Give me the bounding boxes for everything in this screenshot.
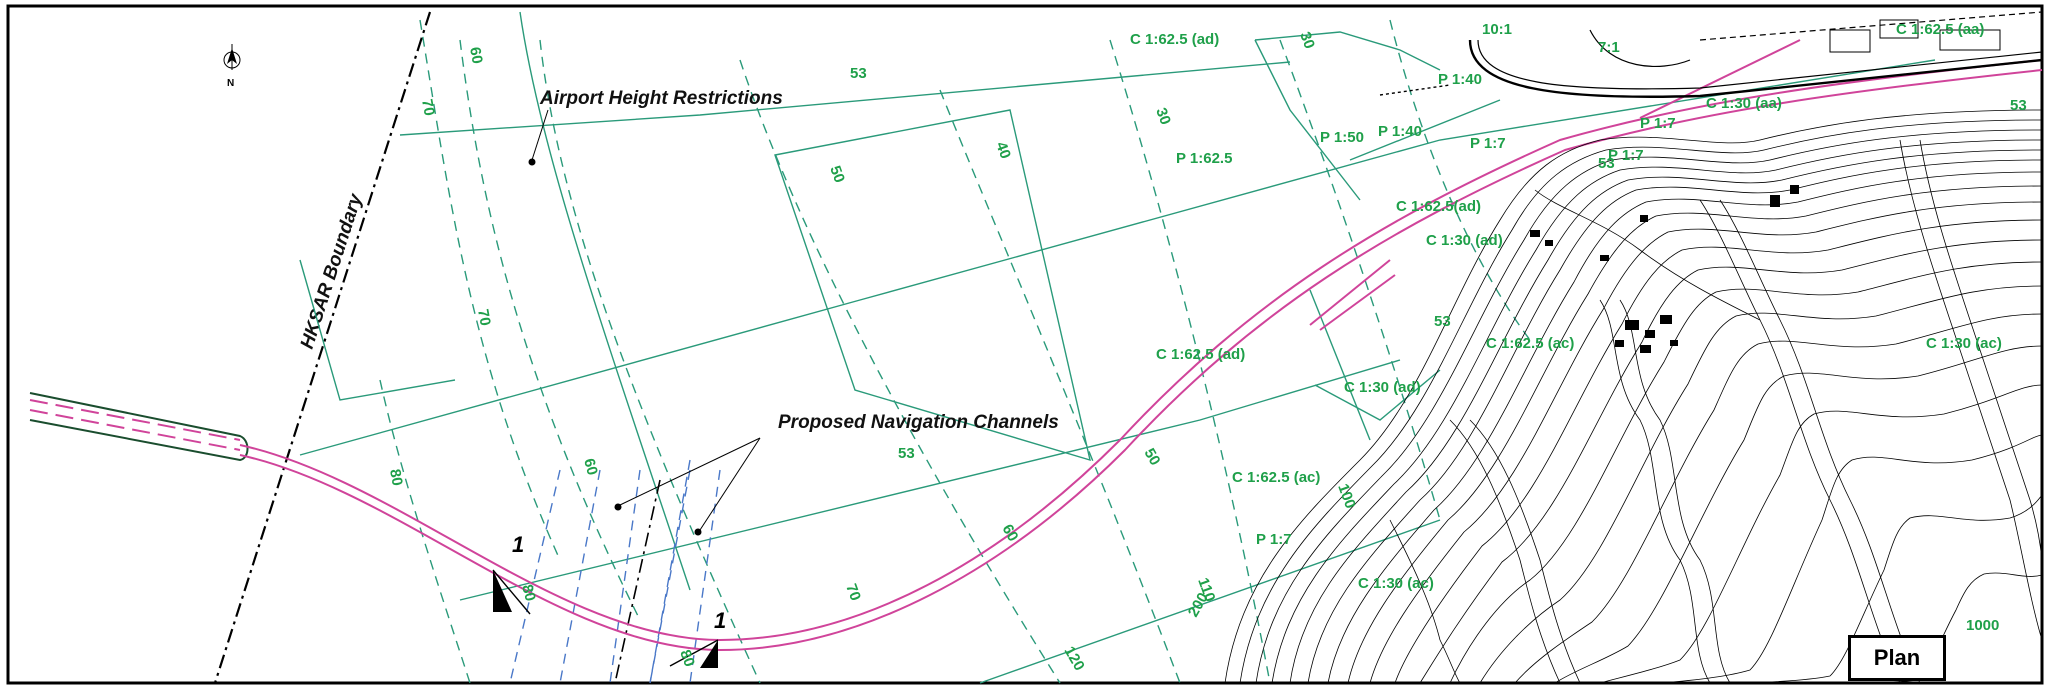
road-alignment <box>29 39 2043 652</box>
height-label: 80 <box>386 468 406 487</box>
grade-label: P 1:40 <box>1438 71 1482 88</box>
height-label: 70 <box>842 582 864 603</box>
grade-label: C 1:62.5 (ac) <box>1232 469 1320 486</box>
grade-label: P 1:7 <box>1640 115 1676 132</box>
grade-label: P 1:62.5 <box>1176 150 1232 167</box>
airport-height-restriction-lines <box>299 11 1936 684</box>
height-label: 53 <box>1434 313 1451 330</box>
navigation-channel-lines <box>509 459 721 684</box>
height-label: 40 <box>992 140 1014 161</box>
navigation-channels-label: Proposed Navigation Channels <box>778 412 1059 433</box>
height-label: 30 <box>1152 106 1174 127</box>
grade-label: P 1:7 <box>1470 135 1506 152</box>
height-label: 53 <box>850 65 867 82</box>
section-marker-label: 1 <box>512 532 524 557</box>
north-label: N <box>227 78 234 89</box>
terrain-contours <box>1224 109 2043 684</box>
height-label: 60 <box>466 46 486 65</box>
height-label: 60 <box>580 457 601 478</box>
section-marker-1-left: 1 <box>492 532 531 615</box>
grade-label: C 1:30 (ad) <box>1344 379 1421 396</box>
airport-height-label: Airport Height Restrictions <box>539 88 783 109</box>
grade-label: 10:1 <box>1482 21 1512 38</box>
plan-label: Plan <box>1873 645 1921 670</box>
grade-label: C 1:62.5 (aa) <box>1896 21 1984 38</box>
section-marker-label: 1 <box>714 608 726 633</box>
hksar-boundary-line <box>213 11 432 684</box>
grade-label: 7:1 <box>1598 39 1620 56</box>
height-label: 60 <box>999 522 1022 545</box>
grade-label: P 1:50 <box>1320 129 1364 146</box>
height-label: 80 <box>518 583 539 604</box>
height-label: 80 <box>676 648 698 669</box>
height-contour-dashed-lines <box>379 19 1531 684</box>
grade-label: C 1:62.5 (ad) <box>1130 31 1219 48</box>
height-label: 53 <box>2010 97 2027 114</box>
height-label: 50 <box>1141 446 1164 469</box>
height-label: 53 <box>898 445 915 462</box>
airport-infrastructure <box>1379 11 2043 98</box>
height-label: 53 <box>1598 155 1615 172</box>
hksar-boundary-label: HKSAR Boundary <box>297 190 367 351</box>
grade-label: C 1:30 (ac) <box>1926 335 2002 352</box>
grade-label: P 1:7 <box>1608 147 1644 164</box>
north-arrow-icon: N <box>223 44 241 89</box>
grade-label: C 1:62.5 (ad) <box>1156 346 1245 363</box>
grade-label: C 1:30 (aa) <box>1706 95 1782 112</box>
section-marker-1-right: 1 <box>669 608 726 668</box>
height-label: 100 <box>1334 482 1359 511</box>
height-label: 70 <box>474 308 494 327</box>
height-label: 30 <box>1296 30 1318 51</box>
height-label: 1000 <box>1966 617 1999 634</box>
grade-label: C 1:30 (ad) <box>1426 232 1503 249</box>
grade-label: P 1:7 <box>1256 531 1292 548</box>
grade-label: C 1:62.5 (ac) <box>1486 335 1574 352</box>
plan-label-box: Plan <box>1848 635 1946 681</box>
village-buildings <box>1530 185 1799 353</box>
grade-label: P 1:40 <box>1378 123 1422 140</box>
height-label: 50 <box>826 164 848 185</box>
grade-label: C 1:30 (ac) <box>1358 575 1434 592</box>
grade-label: C 1:62.5(ad) <box>1396 198 1481 215</box>
map-frame <box>6 4 2044 685</box>
height-label: 120 <box>1061 644 1088 674</box>
height-label: 70 <box>418 98 438 117</box>
annotation-leaders <box>528 109 761 536</box>
